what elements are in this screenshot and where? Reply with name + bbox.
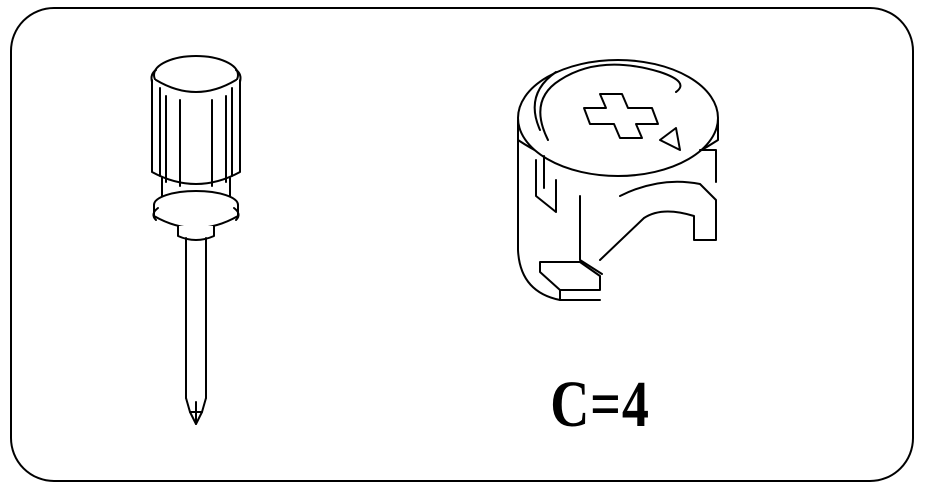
part-quantity-label: C=4: [550, 368, 650, 441]
